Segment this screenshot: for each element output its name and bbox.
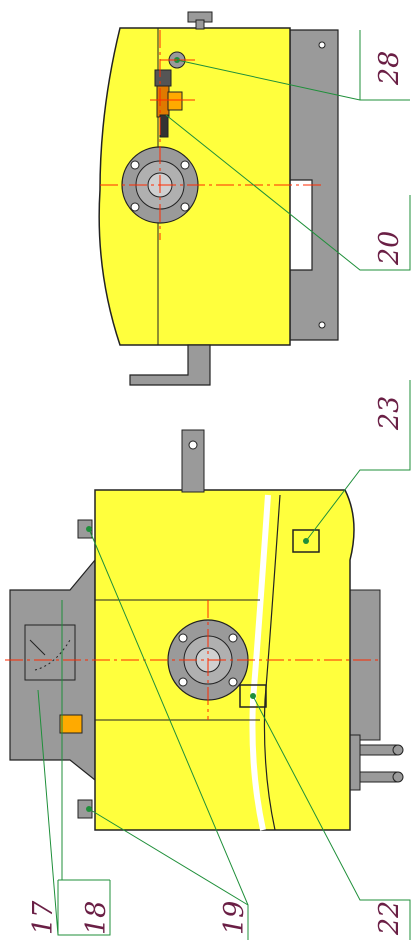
side-view-bolt-hole xyxy=(130,202,140,212)
side-view-fitting-elbow xyxy=(154,69,172,87)
leader-22 xyxy=(252,695,411,940)
front-view-indicator-plate xyxy=(24,624,76,681)
callout-23: 23 xyxy=(374,396,405,431)
front-view-tab-hole xyxy=(188,440,198,450)
side-view-bolt-hole xyxy=(180,160,190,170)
front-view-bolt-hole xyxy=(228,677,238,687)
front-view-drain-stubs xyxy=(359,744,404,783)
side-view-base-hole-top xyxy=(318,41,326,49)
side-view-top-knob-stem xyxy=(195,19,205,30)
callout-20: 20 xyxy=(374,231,405,266)
side-view-bolt-hole xyxy=(130,160,140,170)
side-view-bolt-hole xyxy=(180,202,190,212)
leader-17 xyxy=(37,689,111,936)
callout-28: 28 xyxy=(374,51,405,86)
front-view-window-22 xyxy=(239,684,267,708)
front-view-indicator-needle xyxy=(29,639,46,656)
leader-20 xyxy=(165,114,411,271)
leader-23 xyxy=(305,380,411,542)
front-view-window-23 xyxy=(292,529,320,553)
leader-19b xyxy=(88,808,249,906)
callout-19: 19 xyxy=(219,901,250,935)
front-view xyxy=(5,380,411,940)
side-view-fitting-nut xyxy=(167,91,183,111)
side-view-fitting-pipe xyxy=(159,114,169,138)
front-view-base-rail xyxy=(344,589,381,741)
front-view-bolt-hole xyxy=(178,633,188,643)
front-view-bolt-hole xyxy=(228,633,238,643)
front-view-fitting-18 xyxy=(59,714,83,734)
callout-17: 17 xyxy=(28,900,59,935)
front-view-bolt-hole xyxy=(178,677,188,687)
callout-18: 18 xyxy=(81,901,112,935)
side-view xyxy=(98,11,411,386)
side-view-base-hole-bottom xyxy=(318,321,326,329)
front-view-tab xyxy=(181,429,205,493)
side-view-fitting-valve xyxy=(156,84,170,118)
side-view-rod xyxy=(129,344,211,386)
callout-22: 22 xyxy=(374,901,405,936)
front-view-indicator-scale xyxy=(34,639,71,671)
